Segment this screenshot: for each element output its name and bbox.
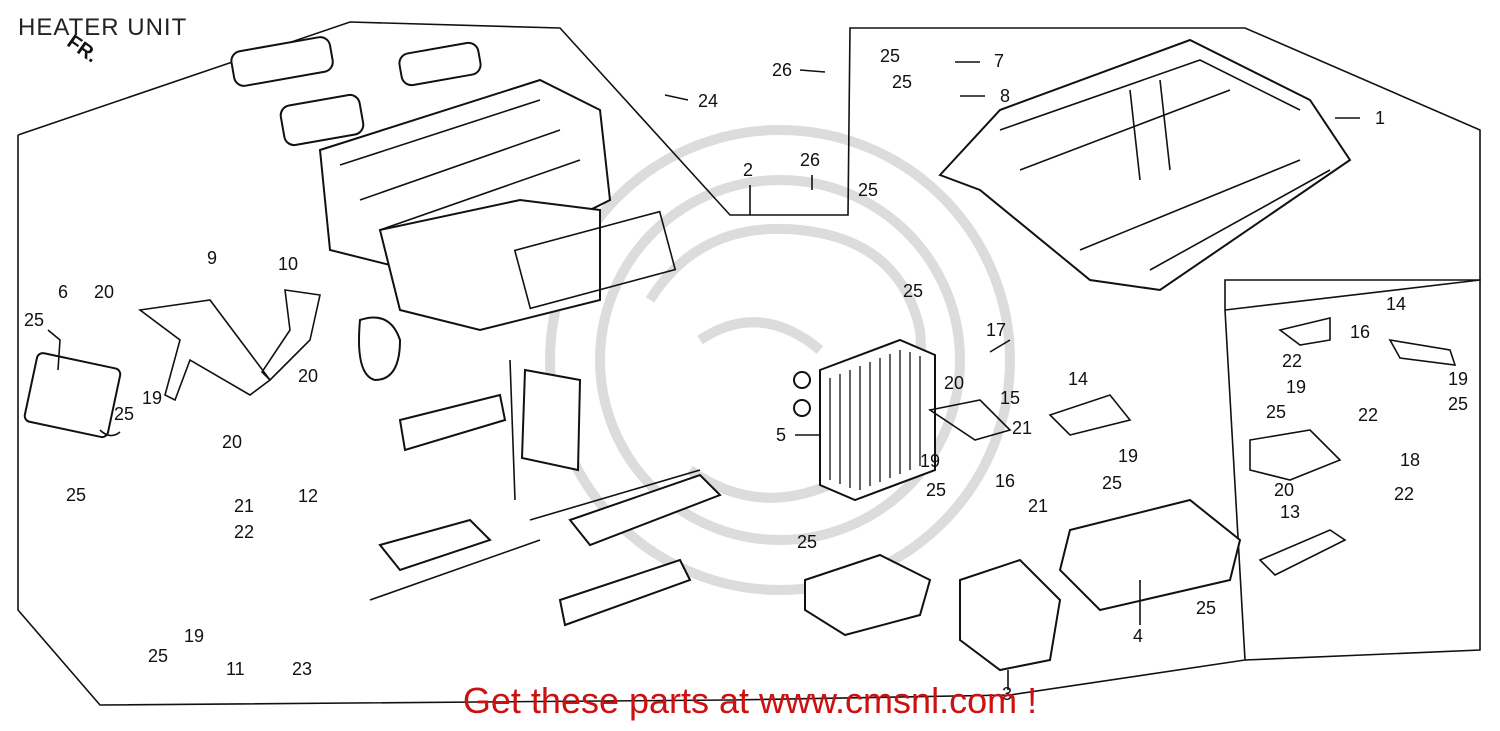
callout-25-n: 25: [1448, 394, 1468, 414]
callout-25-c: 25: [66, 485, 86, 505]
callout-22-d: 22: [1394, 484, 1414, 504]
callout-25-d: 25: [148, 646, 168, 666]
callout-9: 9: [207, 248, 217, 268]
callout-19-d: 19: [1118, 446, 1138, 466]
callout-5: 5: [776, 425, 786, 445]
actuator-motor: [23, 329, 122, 439]
callout-22-b: 22: [1282, 351, 1302, 371]
callout-19-c: 19: [920, 451, 940, 471]
callout-14-right: 14: [1386, 294, 1406, 314]
heater-core: [793, 338, 936, 502]
callout-19-a: 19: [142, 388, 162, 408]
callout-25-e: 25: [880, 46, 900, 66]
callout-17: 17: [986, 320, 1006, 340]
blower-duct: [804, 498, 1242, 672]
callout-1: 1: [1375, 108, 1385, 128]
callout-21-b: 21: [1012, 418, 1032, 438]
promo-link-text[interactable]: Get these parts at www.cmsnl.com !: [462, 680, 1038, 721]
callout-16-right: 16: [1350, 322, 1370, 342]
callout-20-b: 20: [298, 366, 318, 386]
callout-16-center: 16: [995, 471, 1015, 491]
callout-20-e: 20: [1274, 480, 1294, 500]
callout-22-a: 22: [234, 522, 254, 542]
callout-19-f: 19: [1448, 369, 1468, 389]
callout-25-l: 25: [1196, 598, 1216, 618]
callout-19-e: 19: [1286, 377, 1306, 397]
callout-25-i: 25: [926, 480, 946, 500]
heater-case-upper: [230, 36, 677, 382]
callout-11: 11: [226, 659, 245, 679]
callout-6: 6: [58, 282, 68, 302]
right-linkages: [927, 316, 1457, 576]
callout-21-a: 21: [234, 496, 254, 516]
callout-25-g: 25: [858, 180, 878, 200]
group-boundaries: [17, 21, 1481, 706]
callout-22-c: 22: [1358, 405, 1378, 425]
callout-25-b: 25: [114, 404, 134, 424]
callout-19-b: 19: [184, 626, 204, 646]
callout-25-a: 25: [24, 310, 44, 330]
heater-housing-lower: [938, 38, 1352, 292]
callout-25-m: 25: [1266, 402, 1286, 422]
callout-23: 23: [292, 659, 312, 679]
callout-21-c: 21: [1028, 496, 1048, 516]
link-plates: [137, 289, 321, 402]
callout-24: 24: [698, 91, 718, 111]
callout-20-a: 20: [94, 282, 114, 302]
callout-3: 3: [1002, 684, 1012, 704]
callout-25-k: 25: [797, 532, 817, 552]
callout-15: 15: [1000, 388, 1020, 408]
callout-20-d: 20: [944, 373, 964, 393]
callout-25-j: 25: [1102, 473, 1122, 493]
page-title: HEATER UNIT: [18, 14, 188, 41]
callout-26-a: 26: [772, 60, 792, 80]
callout-12: 12: [298, 486, 318, 506]
callout-25-f: 25: [892, 72, 912, 92]
callout-8: 8: [1000, 86, 1010, 106]
callout-14-center: 14: [1068, 369, 1088, 389]
callout-20-c: 20: [222, 432, 242, 452]
leader-lines: [664, 61, 1360, 690]
callout-4: 4: [1133, 626, 1143, 646]
callout-7: 7: [994, 51, 1004, 71]
air-mix-doors: [369, 359, 722, 627]
callout-10: 10: [278, 254, 298, 274]
watermark-logo: [545, 125, 1015, 595]
callout-labels: 1 2 3 4 5 6 7 8 9 10 11 12 13 14 14 15 1…: [24, 46, 1468, 704]
callout-2: 2: [743, 160, 753, 180]
callout-25-h: 25: [903, 281, 923, 301]
callout-26-b: 26: [800, 150, 820, 170]
callout-13: 13: [1280, 502, 1300, 522]
callout-18: 18: [1400, 450, 1420, 470]
